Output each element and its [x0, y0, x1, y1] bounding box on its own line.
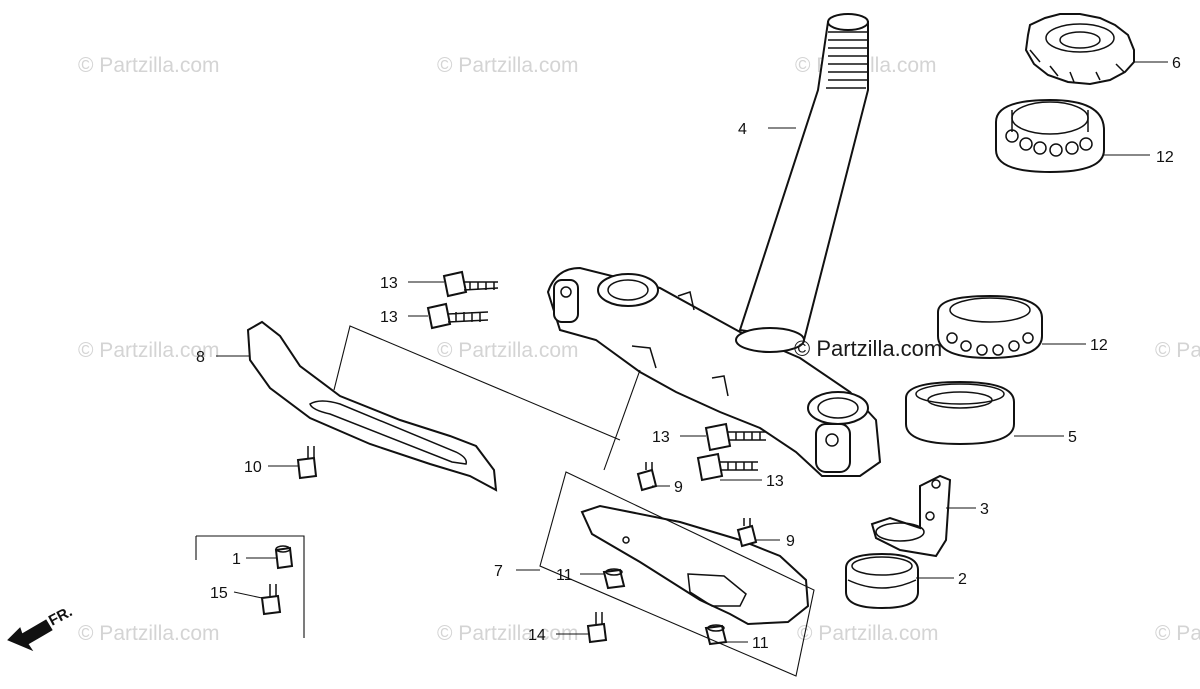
part-1-collar-small — [274, 545, 294, 570]
callout-13: 13 — [380, 309, 398, 326]
callout-7: 7 — [494, 563, 503, 580]
bolt-14 — [586, 612, 608, 644]
front-label: FR. — [46, 603, 75, 629]
callout-13: 13 — [380, 275, 398, 292]
callout-13: 13 — [652, 429, 670, 446]
callout-4: 4 — [738, 121, 747, 138]
part-7-cover — [580, 504, 810, 626]
bolt-13-a — [442, 270, 499, 298]
callout-3: 3 — [980, 501, 989, 518]
watermark: © Partzilla.com — [1155, 622, 1200, 645]
callout-10: 10 — [244, 459, 262, 476]
callout-12: 12 — [1156, 149, 1174, 166]
callout-2: 2 — [958, 571, 967, 588]
part-8-guard — [246, 320, 498, 492]
part-2-collar — [845, 552, 919, 610]
watermark: © Partzilla.com — [78, 339, 220, 362]
callout-12: 12 — [1090, 337, 1108, 354]
watermark: © Partzilla.com — [797, 622, 939, 645]
watermark: © Partzilla.com — [78, 54, 220, 77]
part-6-lock-nut — [1024, 13, 1135, 86]
watermark: © Partzilla.com — [78, 622, 220, 645]
watermark: © Partzilla.com — [437, 54, 579, 77]
part-12-lower-bearing — [937, 294, 1043, 360]
front-direction-indicator: FR. — [7, 603, 75, 652]
nut-11-a — [602, 568, 626, 590]
callout-6: 6 — [1172, 55, 1181, 72]
callout-5: 5 — [1068, 429, 1077, 446]
bolt-13-d — [696, 452, 758, 482]
callout-14: 14 — [528, 627, 546, 644]
front-arrow-icon — [7, 619, 53, 652]
assembly-lines — [195, 325, 815, 677]
watermark: © Partzilla.com — [1155, 339, 1200, 362]
leader-lines — [216, 61, 1168, 643]
callout-11: 11 — [556, 567, 573, 584]
bolt-13-b — [426, 302, 489, 330]
watermark: © Partzilla.com — [437, 622, 579, 645]
callout-1: 1 — [232, 551, 241, 568]
part-3-bracket — [870, 474, 952, 558]
callout-15: 15 — [210, 585, 228, 602]
bolt-9-b — [736, 518, 758, 548]
part-12-upper-bearing — [995, 98, 1105, 174]
callout-8: 8 — [196, 349, 205, 366]
watermark: © Partzilla.com — [437, 339, 579, 362]
bolt-10 — [296, 446, 318, 480]
callout-13: 13 — [766, 473, 784, 490]
callout-9: 9 — [786, 533, 795, 550]
lower-yoke — [546, 266, 882, 477]
bolt-15 — [260, 584, 282, 616]
callout-11: 11 — [752, 635, 769, 652]
watermark-center: © Partzilla.com — [794, 336, 942, 361]
part-5-dust-seal — [905, 380, 1015, 446]
callouts: 4 6 12 12 5 3 2 13 13 13 13 9 9 8 10 7 1… — [196, 55, 1181, 652]
callout-9: 9 — [674, 479, 683, 496]
bolt-13-c — [704, 422, 766, 452]
